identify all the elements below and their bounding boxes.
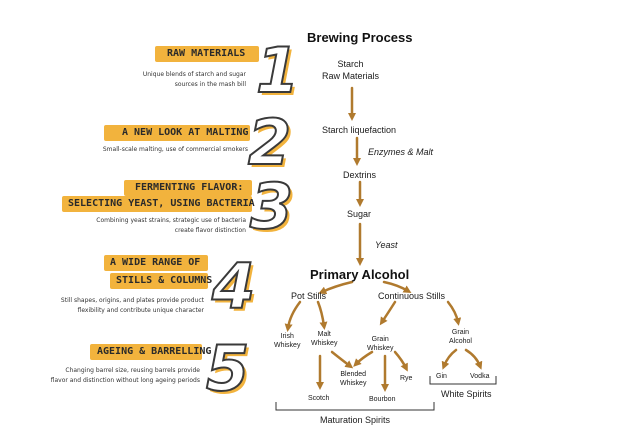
step-1-highlight [155,46,259,62]
label-enzymes-malt: Enzymes & Malt [368,147,434,157]
step-3-number: 3 [249,170,294,243]
node-irish-whiskey: Irish Whiskey [274,333,301,349]
node-continuous-stills: Continuous Stills [378,291,446,301]
step-2-description: Small-scale malting, use of commercial s… [102,146,248,153]
step-1-heading: RAW MATERIALS [167,48,246,59]
node-grain-alcohol: Grain Alcohol [449,329,472,345]
node-grain-whiskey: Grain Whiskey [367,336,394,352]
step-2-highlight [104,125,250,141]
node-rye: Rye [400,375,413,382]
step-5-highlight [90,344,202,360]
arrow-grain-to-blended [353,350,374,367]
node-bourbon: Bourbon [369,396,396,403]
node-raw-materials: Starch Raw Materials [322,59,380,81]
bracket-maturation-spirits [275,402,435,411]
arrow-alcohol-to-gin [441,348,458,370]
node-sugar: Sugar [347,209,372,219]
node-gin: Gin [436,373,447,380]
arrow-pot-to-malt [316,300,328,330]
step-5-description: Changing barrel size, reusing barrels pr… [50,367,200,384]
page-title: Brewing Process [307,30,413,45]
arrow-malt-to-blended [330,350,354,369]
step-3-description: Combining yeast strains, strategic use o… [96,217,246,234]
node-scotch: Scotch [308,395,330,402]
node-dextrins: Dextrins [343,170,377,180]
step-4-number: 4 [211,250,256,323]
step-1-number: 1 [255,34,300,107]
step-4-highlight-b [110,273,208,289]
step-4-description: Still shapes, origins, and plates provid… [60,297,204,314]
step-2-number: 2 [247,106,292,179]
node-primary-alcohol: Primary Alcohol [310,267,410,282]
step-3-highlight-b [62,196,252,212]
step-3-heading-line1: FERMENTING FLAVOR: [135,182,244,193]
arrow-primary-to-pot [318,280,354,294]
node-vodka: Vodka [470,373,490,380]
label-yeast: Yeast [375,240,398,250]
step-4-highlight-a [104,255,208,271]
node-pot-stills: Pot Stills [291,291,327,301]
label-white-spirits: White Spirits [441,389,492,399]
label-maturation-spirits: Maturation Spirits [320,415,391,425]
arrow-alcohol-to-vodka [464,348,483,370]
step-1-description: Unique blends of starch and sugar source… [142,71,246,88]
arrow-pot-to-irish [284,300,302,332]
arrow-continuous-to-grain-whiskey [379,300,397,326]
step-5-heading: AGEING & BARRELLING [97,346,212,357]
arrow-grain-to-rye [393,350,408,372]
step-3-highlight-a [124,180,252,196]
node-starch-liquefaction: Starch liquefaction [322,125,397,135]
bracket-white-spirits [429,376,497,385]
node-malt-whiskey: Malt Whiskey [311,331,338,347]
step-2-heading: A NEW LOOK AT MALTING [122,127,249,138]
step-4-heading-line1: A WIDE RANGE OF [110,257,201,268]
step-5-number: 5 [205,332,250,405]
step-4-heading-line2: STILLS & COLUMNS [116,275,213,286]
step-3-heading-line2: SELECTING YEAST, USING BACTERIA [68,198,255,209]
arrow-primary-to-continuous [382,280,412,294]
arrow-continuous-to-grain-alcohol [446,300,462,326]
node-blended-whiskey: Blended Whiskey [340,371,367,387]
